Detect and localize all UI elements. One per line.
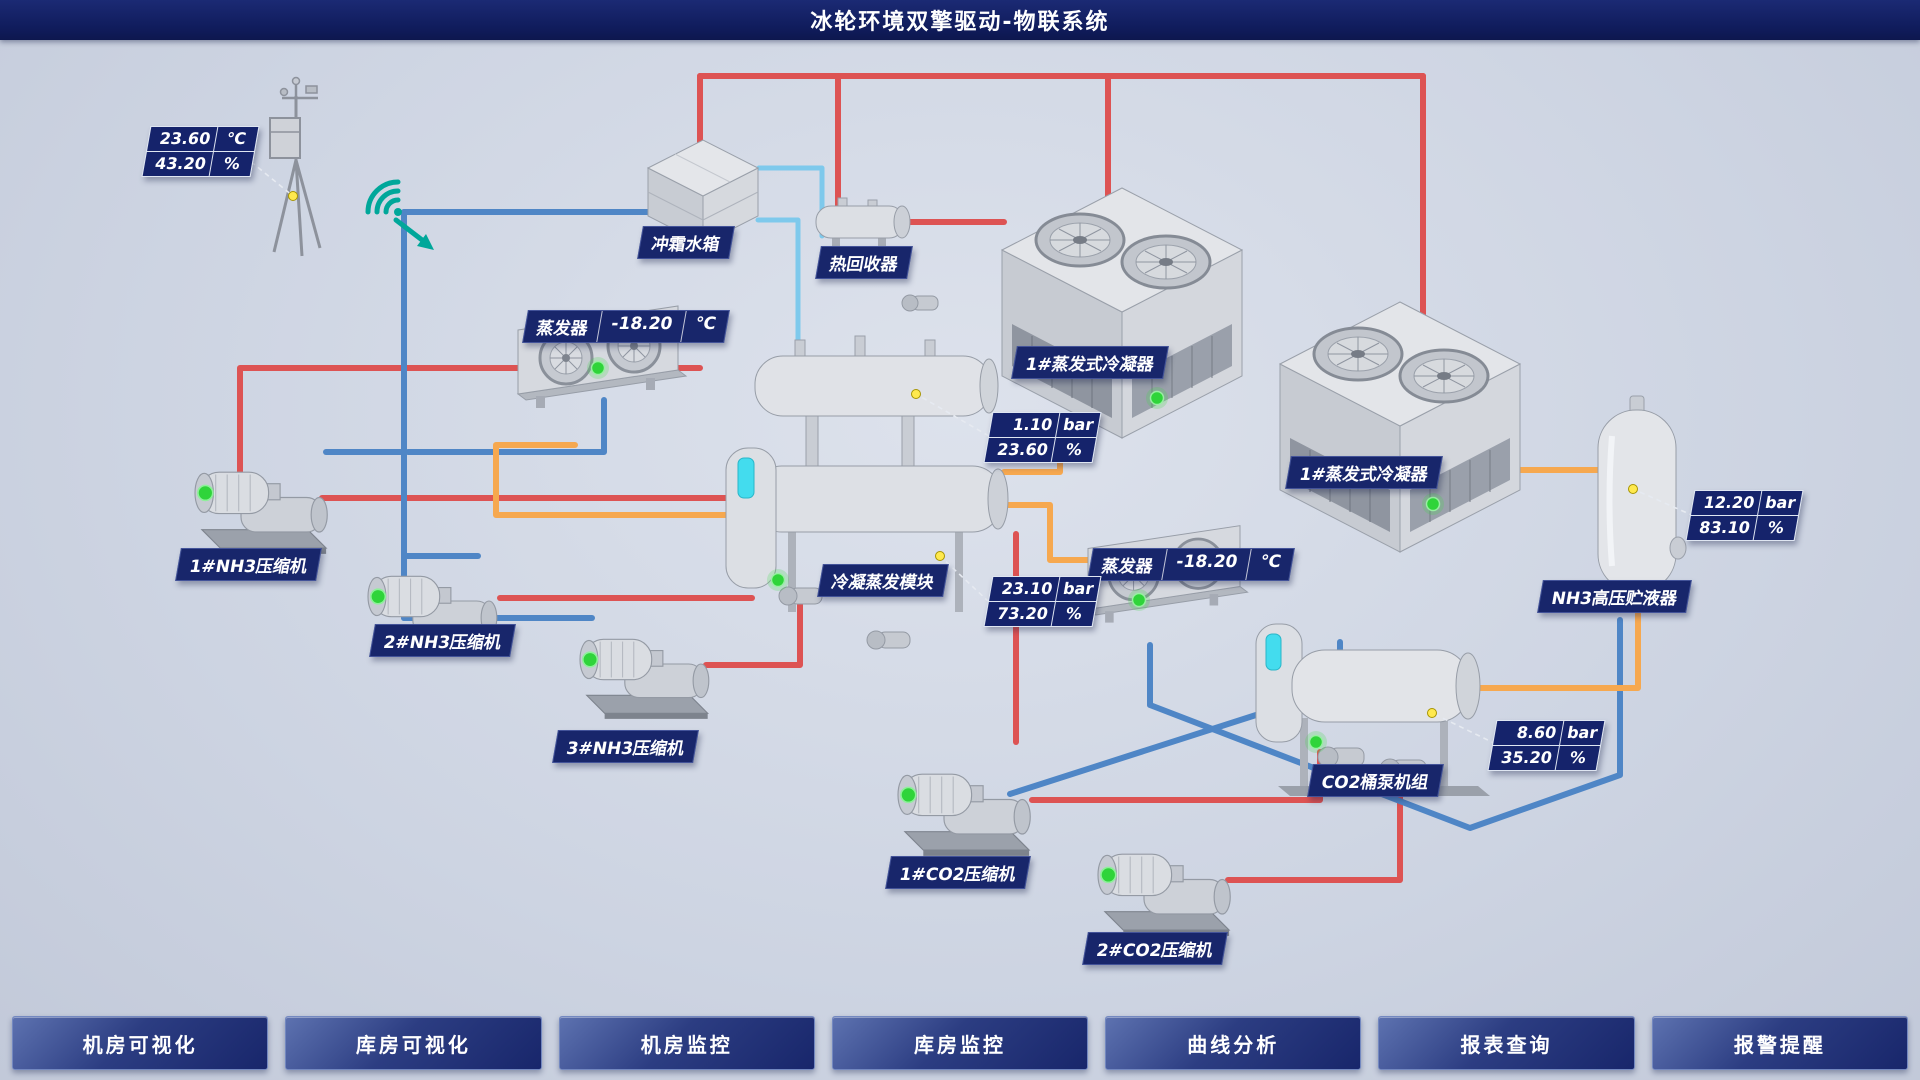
label-defrost-tank: 冲霜水箱 xyxy=(637,226,735,259)
label-nh3-compressor-3: 3#NH3压缩机 xyxy=(552,730,700,763)
nh3-compressor-1 xyxy=(194,471,329,555)
status-dot-evaporator-right xyxy=(1127,588,1151,612)
label-evaporator-left: 蒸发器-18.20℃ xyxy=(522,310,731,343)
nav-button-report-query[interactable]: 报表查询 xyxy=(1378,1016,1635,1070)
leader-receiver xyxy=(1632,488,1695,517)
pipe-orange-receiver-pump xyxy=(1471,595,1641,691)
nav-button-warehouse-visualization[interactable]: 库房可视化 xyxy=(285,1016,542,1070)
status-dot-condenser-2 xyxy=(1421,492,1445,516)
pipe-blue-evap-left-suction xyxy=(405,397,607,455)
bottom-nav: 机房可视化 库房可视化 机房监控 库房监控 曲线分析 报表查询 报警提醒 xyxy=(12,1016,1908,1070)
indicator-dot-module xyxy=(935,551,945,561)
nh3-compressor-3 xyxy=(579,638,710,720)
leader-co2-pump xyxy=(1431,712,1497,745)
condensing-evaporating-module xyxy=(725,335,1009,650)
label-nh3-compressor-1: 1#NH3压缩机 xyxy=(175,548,323,581)
nav-button-warehouse-monitoring[interactable]: 库房监控 xyxy=(831,1016,1089,1070)
label-evaporator-right: 蒸发器-18.20℃ xyxy=(1087,548,1296,581)
label-nh3-compressor-2: 2#NH3压缩机 xyxy=(369,624,517,657)
label-condenser-2: 1#蒸发式冷凝器 xyxy=(1285,456,1443,489)
pipe-blue-bottom-right xyxy=(1147,617,1623,831)
leader-module xyxy=(939,555,990,603)
evaporative-condenser-2 xyxy=(1278,300,1522,554)
defrost-water-tank xyxy=(646,139,760,245)
weather-station xyxy=(269,76,322,257)
wifi-icon xyxy=(365,179,434,250)
pump-heat-recovery xyxy=(901,294,939,312)
indicator-dot-co2-pump xyxy=(1427,708,1437,718)
pipe-orange-module-evap-right xyxy=(999,502,1098,563)
status-dot-evaporator-left xyxy=(586,356,610,380)
pipe-cyan-tank-to-heatrecovery xyxy=(756,165,825,239)
indicator-dot-vessel xyxy=(911,389,921,399)
label-module: 冷凝蒸发模块 xyxy=(817,564,949,597)
title-bar: 冰轮环境双擎驱动-物联系统 xyxy=(0,0,1920,40)
level-gauge-module xyxy=(737,457,755,499)
status-dot-condenser-1 xyxy=(1145,386,1169,410)
nav-button-engine-room-visualization[interactable]: 机房可视化 xyxy=(12,1016,269,1070)
evaporative-condenser-1 xyxy=(1000,186,1244,440)
pipe-red-nh3-3-discharge xyxy=(703,589,803,668)
pipe-red-co2-2-discharge xyxy=(1225,765,1403,883)
level-gauge-co2-pump xyxy=(1265,633,1282,671)
pipe-orange-left-loop xyxy=(493,442,743,518)
label-condenser-1: 1#蒸发式冷凝器 xyxy=(1011,346,1169,379)
co2-compressor-2 xyxy=(1097,853,1232,937)
label-co2-compressor-2: 2#CO2压缩机 xyxy=(1082,932,1228,965)
reading-weather: 23.60℃ 43.20% xyxy=(141,126,260,177)
label-heat-recovery: 热回收器 xyxy=(815,246,913,279)
nav-button-engine-room-monitoring[interactable]: 机房监控 xyxy=(558,1016,815,1070)
label-nh3-receiver: NH3高压贮液器 xyxy=(1537,580,1693,613)
heat-recovery-vessel xyxy=(815,197,911,246)
label-co2-compressor-1: 1#CO2压缩机 xyxy=(885,856,1031,889)
indicator-dot-receiver xyxy=(1628,484,1638,494)
pipe-cyan-tank-down xyxy=(755,217,801,365)
page-title: 冰轮环境双擎驱动-物联系统 xyxy=(810,10,1110,35)
status-dot-module xyxy=(766,568,790,592)
nav-button-alarm-alert[interactable]: 报警提醒 xyxy=(1651,1016,1908,1070)
plant-diagram: 冲霜水箱 热回收器 蒸发器-18.20℃ 1#蒸发式冷凝器 1#蒸发式冷凝器 冷… xyxy=(0,40,1920,1070)
label-co2-pump-unit: CO2桶泵机组 xyxy=(1307,764,1444,797)
co2-compressor-1 xyxy=(897,773,1032,857)
status-dot-co2-pump xyxy=(1304,730,1328,754)
nav-button-curve-analysis[interactable]: 曲线分析 xyxy=(1105,1016,1362,1070)
indicator-dot-weather xyxy=(288,191,298,201)
